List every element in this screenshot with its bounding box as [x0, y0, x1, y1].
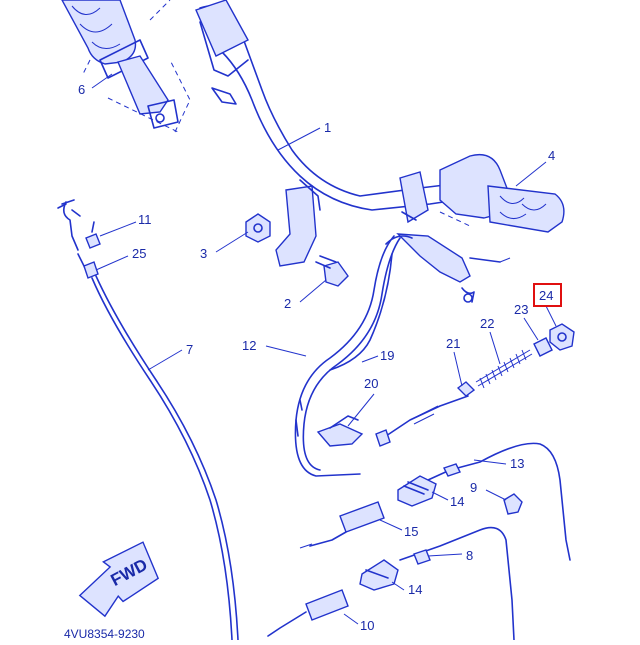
- nut-3[interactable]: [245, 213, 271, 243]
- callout-14-upper[interactable]: 14: [450, 494, 464, 509]
- callout-4[interactable]: 4: [548, 148, 555, 163]
- callout-23[interactable]: 24: [539, 288, 553, 303]
- callout-6[interactable]: 6: [78, 82, 85, 97]
- fwd-arrow-icon: [78, 541, 160, 618]
- throttle-cable-19[interactable]: [329, 253, 393, 371]
- callout-19[interactable]: 19: [380, 348, 394, 363]
- guide-line: [169, 59, 191, 133]
- holder-14-lower[interactable]: [359, 559, 399, 591]
- callout-24[interactable]: 23: [514, 302, 528, 317]
- leader-lines: [91, 73, 557, 625]
- washer-24[interactable]: [533, 337, 553, 357]
- clip-20[interactable]: [316, 415, 364, 447]
- bolt-2[interactable]: [315, 255, 349, 287]
- holder-14-upper[interactable]: [397, 475, 437, 507]
- screw-11[interactable]: [85, 221, 101, 249]
- callout-2[interactable]: 2: [284, 296, 291, 311]
- callout-14-lower[interactable]: 14: [408, 582, 422, 597]
- throttle-housing[interactable]: [385, 233, 511, 303]
- cable-8[interactable]: [399, 526, 515, 641]
- guide-line: [149, 0, 171, 21]
- callout-22[interactable]: 22: [480, 316, 494, 331]
- cable-adjuster[interactable]: [375, 381, 476, 447]
- guide-15[interactable]: [299, 501, 385, 549]
- callout-3[interactable]: 3: [200, 246, 207, 261]
- left-lever-holder[interactable]: [117, 55, 179, 129]
- clutch-cable[interactable]: [57, 199, 239, 641]
- callout-9[interactable]: 9: [470, 480, 477, 495]
- callout-25[interactable]: 25: [132, 246, 146, 261]
- callout-7[interactable]: 7: [186, 342, 193, 357]
- handlebar[interactable]: [195, 0, 471, 267]
- callout-15[interactable]: 15: [404, 524, 418, 539]
- callout-21[interactable]: 21: [446, 336, 460, 351]
- nut-23[interactable]: [549, 323, 575, 351]
- callout-10[interactable]: 10: [360, 618, 374, 633]
- callout-20[interactable]: 20: [364, 376, 378, 391]
- throttle-cable-12[interactable]: [294, 235, 401, 477]
- callout-8[interactable]: 8: [466, 548, 473, 563]
- callout-11[interactable]: 11: [138, 212, 152, 227]
- callout-13[interactable]: 13: [510, 456, 524, 471]
- guide-line: [107, 97, 179, 133]
- highlight-box: [533, 283, 562, 307]
- nut-9[interactable]: [503, 493, 523, 515]
- spring-22[interactable]: [475, 349, 533, 389]
- guide-10[interactable]: [267, 589, 349, 637]
- drawing-code: 4VU8354-9230: [64, 627, 145, 640]
- callouts: 1 2 3 4 6 7 8 9 10 11 12 13 14 14 15 19 …: [78, 82, 562, 633]
- callout-12[interactable]: 12: [242, 338, 256, 353]
- throttle-grip[interactable]: [439, 153, 565, 233]
- callout-1[interactable]: 1: [324, 120, 331, 135]
- guide-line: [81, 59, 91, 77]
- cable-13[interactable]: [427, 442, 571, 561]
